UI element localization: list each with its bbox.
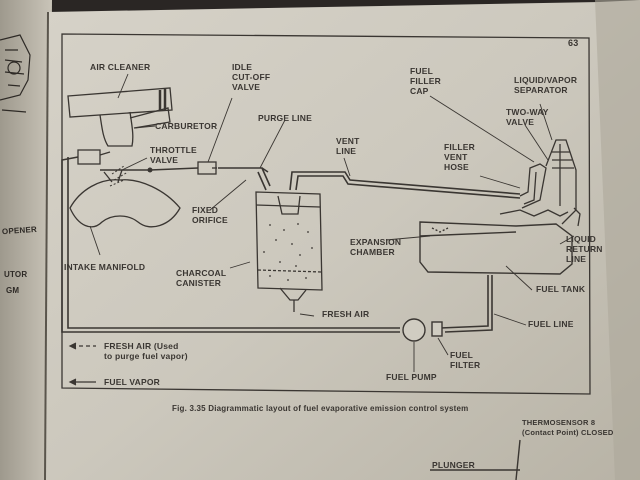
charcoal-canister — [255, 191, 323, 312]
fuel-filter — [431, 321, 443, 337]
legend-fuel-vapor-arrow — [68, 378, 96, 386]
label-air-cleaner: AIR CLEANER — [90, 62, 151, 72]
label-fixed-orifice: FIXED ORIFICE — [192, 205, 228, 225]
left-page — [0, 0, 52, 480]
next-section-plunger: PLUNGER — [432, 460, 475, 470]
next-section-fragment — [430, 439, 521, 480]
fuel-line-pipe — [61, 156, 400, 333]
label-filler-vent-hose: FILLER VENT HOSE — [444, 142, 475, 172]
label-expansion-chamber: EXPANSION CHAMBER — [350, 237, 402, 257]
fuel-tank — [419, 221, 573, 275]
label-vent-line: VENT LINE — [336, 136, 360, 156]
label-fresh-air: FRESH AIR — [322, 309, 370, 319]
label-liquid-vapor-separator: LIQUID/VAPOR SEPARATOR — [514, 75, 578, 95]
label-throttle-valve: THROTTLE VALVE — [150, 145, 197, 165]
label-charcoal-canister: CHARCOAL CANISTER — [176, 268, 227, 288]
fuel-pump — [402, 318, 426, 342]
left-page-fragment-utor: UTOR — [4, 270, 28, 279]
figure-caption: Fig. 3.35 Diagrammatic layout of fuel ev… — [172, 404, 469, 413]
label-fuel-filter: FUEL FILTER — [450, 350, 481, 370]
legend-fresh-air-text: FRESH AIR (Used to purge fuel vapor) — [104, 341, 188, 361]
legend-fuel-vapor-text: FUEL VAPOR — [104, 377, 160, 387]
right-page — [45, 0, 640, 480]
next-section-thermosensor: THERMOSENSOR 8 (Contact Point) CLOSED — [522, 418, 614, 437]
leader-lines — [89, 73, 575, 372]
left-page-fragment-gm: GM — [6, 286, 20, 295]
air-cleaner — [67, 87, 173, 118]
label-fuel-pump: FUEL PUMP — [386, 372, 437, 382]
label-purge-line: PURGE LINE — [258, 113, 312, 123]
canister-charcoal-dots — [263, 223, 313, 281]
label-fuel-tank: FUEL TANK — [536, 284, 586, 294]
label-carburetor: CARBURETOR — [155, 121, 218, 131]
intake-manifold — [69, 169, 181, 228]
label-intake-manifold: INTAKE MANIFOLD — [64, 262, 146, 272]
page-number: 63 — [568, 38, 579, 48]
fixed-orifice — [147, 167, 153, 173]
label-idle-cutoff-valve: IDLE CUT-OFF VALVE — [232, 62, 271, 92]
label-fuel-filler-cap: FUEL FILLER CAP — [410, 66, 441, 96]
vent-line-pipe — [289, 171, 521, 195]
throttle-spray — [109, 165, 129, 187]
filler-neck-separator — [499, 139, 581, 227]
left-page-engine-fragment — [0, 34, 31, 113]
label-two-way-valve: TWO-WAY VALVE — [506, 107, 549, 127]
purge-line-pipe — [261, 167, 269, 173]
label-fuel-line: FUEL LINE — [528, 319, 574, 329]
label-liquid-return-line: LIQUID RETURN LINE — [566, 234, 603, 264]
legend-fresh-air-arrow — [68, 342, 96, 350]
idle-cutoff-valve — [197, 161, 217, 175]
